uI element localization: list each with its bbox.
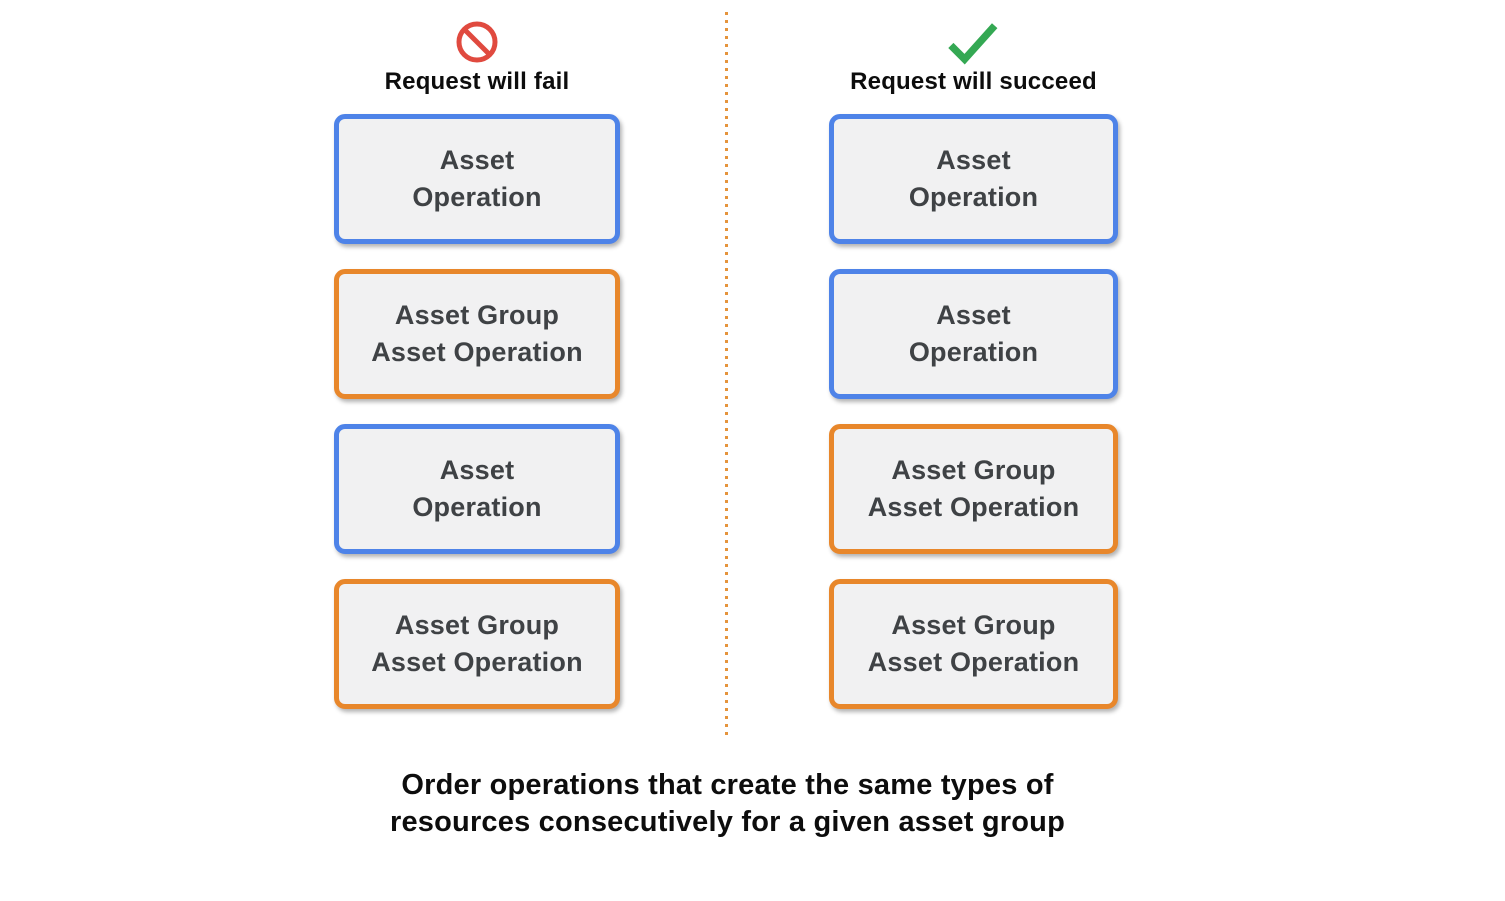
asset-operation-box: Asset Operation	[334, 424, 620, 554]
prohibition-icon	[454, 16, 500, 68]
box-label-line: Asset	[439, 455, 515, 485]
succeed-column-boxes: Asset Operation Asset Operation Asset Gr…	[829, 114, 1118, 709]
box-label-line: Asset	[936, 300, 1011, 330]
asset-operation-box: Asset Operation	[829, 114, 1118, 244]
box-label-line: Asset Operation	[867, 647, 1080, 677]
asset-operation-box: Asset Operation	[829, 269, 1118, 399]
box-label-line: Asset Group	[394, 300, 560, 330]
asset-group-asset-operation-box: Asset Group Asset Operation	[829, 579, 1118, 709]
fail-column: Request will fail Asset Operation Asset …	[334, 16, 620, 709]
fail-column-header: Request will fail	[385, 16, 570, 112]
asset-operation-box: Asset Operation	[334, 114, 620, 244]
asset-group-asset-operation-box: Asset Group Asset Operation	[334, 579, 620, 709]
box-label-line: Operation	[908, 337, 1039, 367]
column-divider	[725, 12, 728, 738]
fail-column-boxes: Asset Operation Asset Group Asset Operat…	[334, 114, 620, 709]
box-label-line: Asset Group	[394, 610, 560, 640]
succeed-column: Request will succeed Asset Operation Ass…	[829, 16, 1118, 709]
box-label-line: Operation	[908, 182, 1039, 212]
caption-line-2: resources consecutively for a given asse…	[389, 806, 1066, 838]
box-label-line: Operation	[412, 492, 542, 522]
checkmark-icon	[944, 16, 1002, 68]
asset-group-asset-operation-box: Asset Group Asset Operation	[334, 269, 620, 399]
caption-line-1: Order operations that create the same ty…	[401, 769, 1054, 801]
box-label-line: Asset Operation	[371, 337, 583, 367]
succeed-column-label: Request will succeed	[850, 68, 1097, 95]
box-label-line: Operation	[412, 182, 542, 212]
fail-column-label: Request will fail	[384, 68, 570, 95]
box-label-line: Asset	[439, 145, 515, 175]
diagram-caption: Order operations that create the same ty…	[0, 767, 1455, 841]
box-label-line: Asset Group	[891, 455, 1056, 485]
box-label-line: Asset Operation	[371, 647, 583, 677]
box-label-line: Asset Group	[891, 610, 1056, 640]
box-label-line: Asset	[936, 145, 1011, 175]
asset-group-asset-operation-box: Asset Group Asset Operation	[829, 424, 1118, 554]
succeed-column-header: Request will succeed	[850, 16, 1097, 112]
box-label-line: Asset Operation	[867, 492, 1080, 522]
